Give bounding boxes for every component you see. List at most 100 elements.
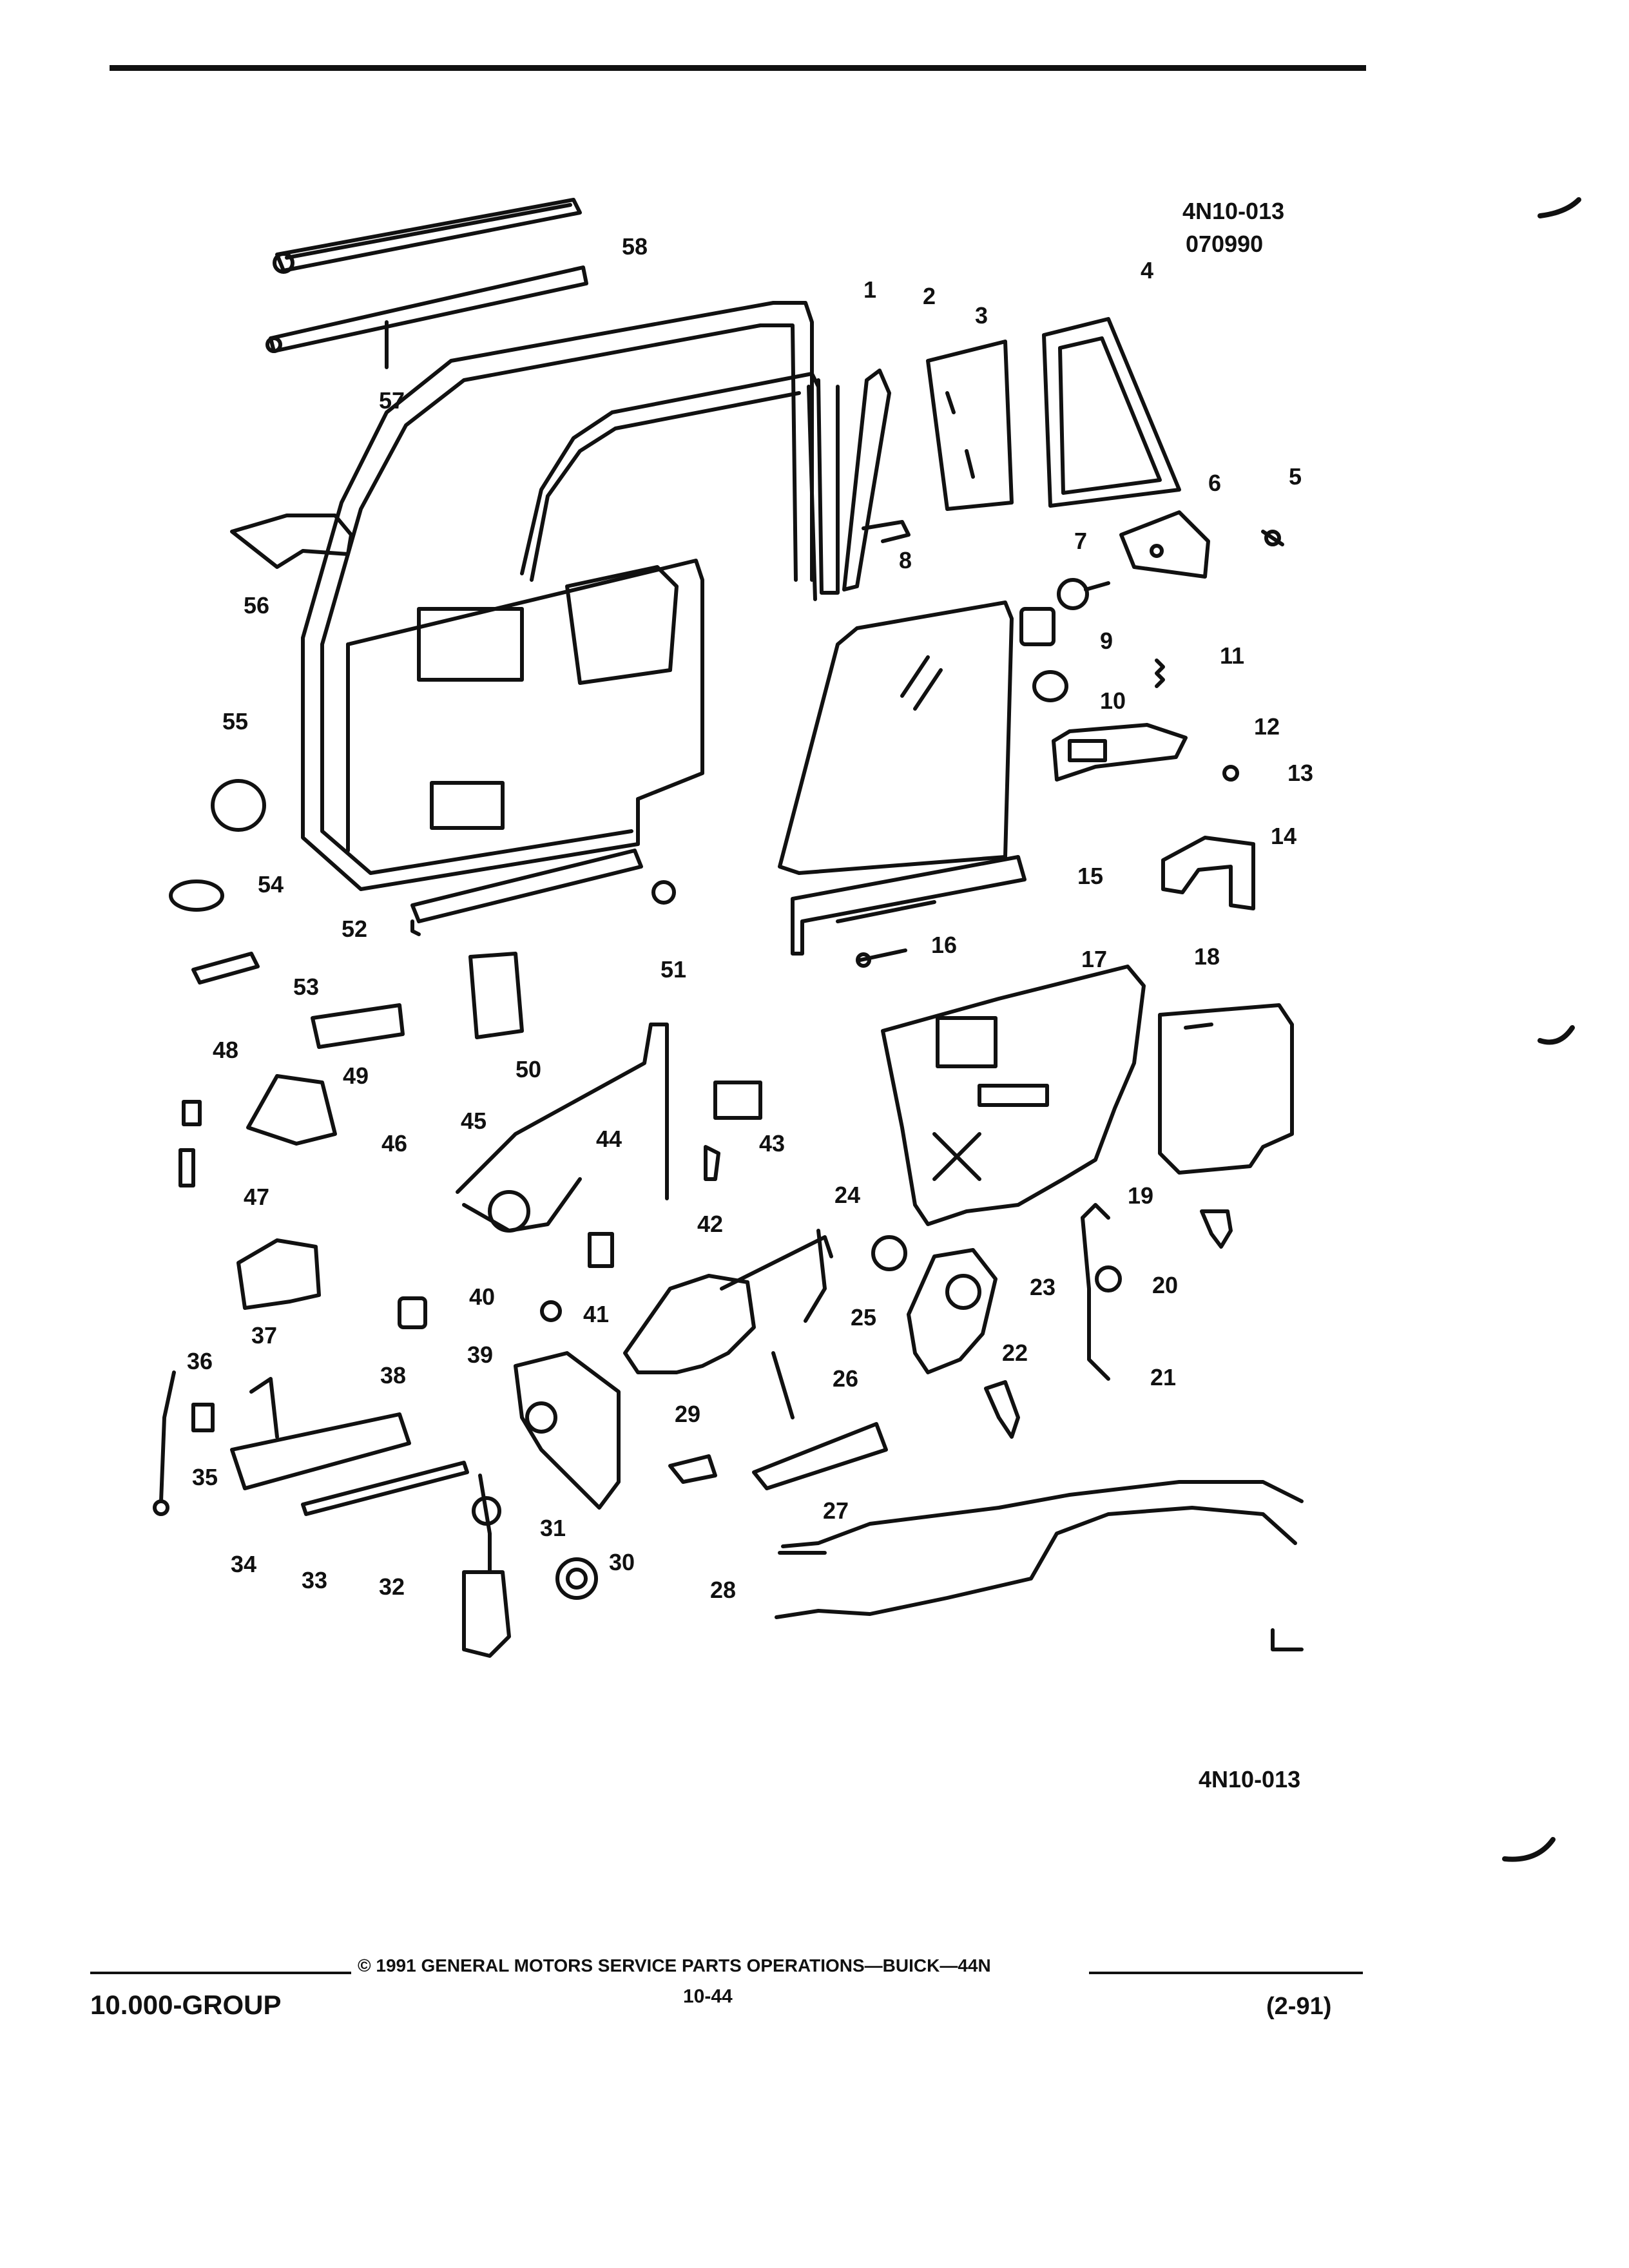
part-2-division-channel <box>842 369 911 591</box>
callout: 45 <box>461 1108 487 1134</box>
part-22-clip <box>984 1380 1020 1439</box>
callout: 54 <box>258 871 284 898</box>
part-3-fixed-glass <box>926 340 1014 511</box>
part-40-fastener <box>540 1300 562 1322</box>
callout: 36 <box>187 1348 213 1374</box>
part-21-rod <box>1081 1203 1110 1381</box>
callout: 3 <box>975 302 988 329</box>
part-36-clip <box>191 1403 215 1432</box>
part-31-32-lock <box>462 1474 511 1658</box>
part-16-screw <box>856 948 907 968</box>
part-30-grommet <box>555 1557 598 1600</box>
footer-copyright: © 1991 GENERAL MOTORS SERVICE PARTS OPER… <box>358 1956 991 1975</box>
callout: 1 <box>863 276 877 303</box>
part-17-panel <box>881 965 1146 1226</box>
callout: 44 <box>596 1126 622 1152</box>
part-46-hinge <box>246 1074 337 1146</box>
part-9-guide <box>1019 607 1055 646</box>
callout: 31 <box>540 1515 566 1541</box>
part-27-rod <box>778 1480 1304 1555</box>
footer-revision: (2-91) <box>1266 1993 1332 2020</box>
callout: 53 <box>293 974 320 1000</box>
part-48-bushing <box>182 1100 202 1126</box>
callout: 37 <box>251 1322 278 1349</box>
part-52-sill <box>410 849 643 936</box>
callout: 5 <box>1289 463 1302 490</box>
callout: 34 <box>231 1551 257 1577</box>
callout: 55 <box>222 708 249 735</box>
part-10-bumper <box>1032 670 1068 702</box>
callout: 17 <box>1081 946 1108 972</box>
callout: 52 <box>342 916 368 942</box>
part-5-screw <box>1261 530 1284 546</box>
callout: 39 <box>467 1341 494 1368</box>
callout: 9 <box>1100 628 1113 654</box>
callout: 2 <box>923 283 936 309</box>
part-26-bracket <box>752 1422 888 1490</box>
part-42-clip <box>704 1145 720 1181</box>
callout: 51 <box>660 956 687 983</box>
callout: 33 <box>302 1567 328 1593</box>
callout: 28 <box>710 1577 737 1603</box>
callout: 24 <box>834 1182 861 1208</box>
callout: 8 <box>899 547 912 573</box>
part-41-clip <box>588 1232 614 1268</box>
callout: 58 <box>622 233 648 260</box>
part-4-glass-frame <box>1042 317 1181 508</box>
callout: 49 <box>343 1062 369 1089</box>
callout: 22 <box>1002 1340 1028 1366</box>
part-57-weatherstrip <box>265 265 588 369</box>
callout: 23 <box>1030 1274 1056 1300</box>
part-34-outside-handle <box>230 1377 411 1490</box>
callout: 7 <box>1074 528 1088 554</box>
callout: 13 <box>1287 760 1314 786</box>
part-24-gear <box>871 1235 907 1271</box>
part-28-rod <box>775 1506 1297 1619</box>
callout: 6 <box>1208 470 1222 496</box>
part-8-door-glass <box>778 601 1014 875</box>
part-35-rod <box>153 1370 176 1516</box>
callout: 50 <box>516 1056 542 1082</box>
part-39-lock-assembly <box>514 1351 621 1510</box>
part-37-latch <box>236 1238 321 1310</box>
part-55-plug <box>211 779 266 832</box>
part-19-bumper <box>1200 1209 1233 1249</box>
callout: 47 <box>244 1184 270 1210</box>
part-13-screw <box>1222 765 1239 782</box>
registration-mark <box>1271 1628 1304 1651</box>
part-11-spring <box>1155 658 1165 688</box>
callout: 21 <box>1150 1364 1177 1390</box>
footer-page-number: 10-44 <box>683 1986 733 2007</box>
callout: 19 <box>1128 1182 1154 1209</box>
part-43-hinge <box>713 1081 762 1120</box>
callout: 16 <box>931 932 958 958</box>
reference-date: 070990 <box>1186 231 1264 257</box>
callout: 32 <box>379 1573 405 1600</box>
callout: 30 <box>609 1549 635 1575</box>
callout: 38 <box>380 1362 407 1389</box>
part-6-bracket <box>1119 510 1210 579</box>
part-20-fastener <box>1095 1265 1122 1293</box>
part-29-clip <box>668 1454 717 1484</box>
footer-group: 10.000-GROUP <box>90 1990 282 2020</box>
door-shell <box>301 301 820 891</box>
part-51-pin <box>651 880 676 905</box>
callout: 4 <box>1141 257 1154 284</box>
callout: 15 <box>1077 863 1104 889</box>
callout: 35 <box>192 1464 218 1490</box>
part-47-pin <box>178 1148 195 1187</box>
callout: 43 <box>759 1130 786 1157</box>
footer-rule-left <box>90 1972 351 1974</box>
part-25-regulator <box>623 1229 833 1419</box>
part-12-inside-handle <box>1052 723 1188 782</box>
callout: 48 <box>213 1037 239 1063</box>
part-1-run-channel <box>807 378 840 601</box>
callout: 40 <box>469 1283 496 1310</box>
callout: 10 <box>1100 687 1126 714</box>
part-49-spacer <box>311 1003 405 1049</box>
callout: 57 <box>379 387 405 414</box>
part-58-weatherstrip <box>273 198 582 274</box>
part-38-clip <box>398 1296 427 1329</box>
callout: 11 <box>1220 642 1245 669</box>
